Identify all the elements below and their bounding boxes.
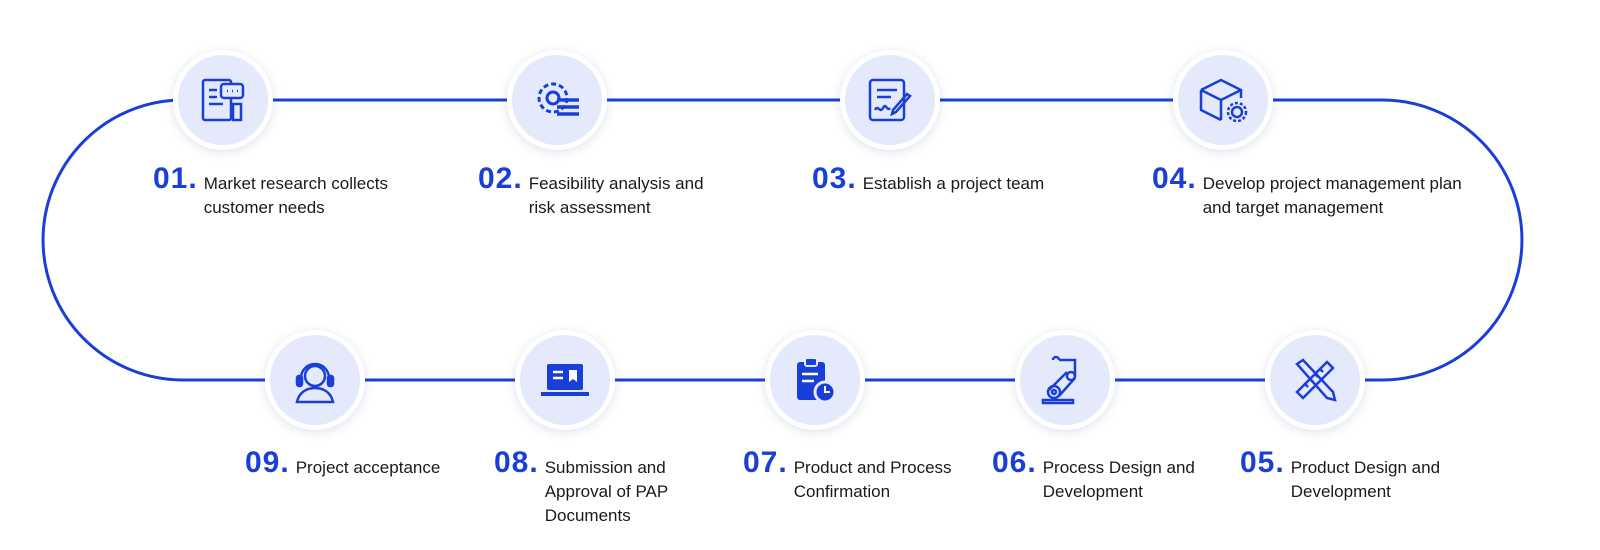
step-05-label: 05. Product Design and Development bbox=[1240, 448, 1480, 504]
step-number: 06. bbox=[992, 446, 1037, 479]
step-text: Submission and Approval of PAP Documents bbox=[544, 458, 668, 525]
step-04-label: 04. Develop project management plan and … bbox=[1152, 164, 1482, 220]
step-06-label: 06. Process Design and Development bbox=[992, 448, 1232, 504]
step-07-node bbox=[765, 330, 865, 430]
step-number: 09. bbox=[245, 446, 290, 479]
step-number: 02. bbox=[478, 162, 523, 195]
step-05-node bbox=[1265, 330, 1365, 430]
signature-pen-icon bbox=[868, 78, 912, 122]
step-number: 04. bbox=[1152, 162, 1197, 195]
step-08-label: 08. Submission and Approval of PAP Docum… bbox=[494, 448, 714, 528]
step-number: 05. bbox=[1240, 446, 1285, 479]
step-number: 07. bbox=[743, 446, 788, 479]
step-06-node bbox=[1015, 330, 1115, 430]
step-02-node bbox=[507, 50, 607, 150]
step-text: Process Design and Development bbox=[1042, 458, 1195, 501]
clipboard-clock-icon bbox=[797, 357, 837, 404]
step-text: Establish a project team bbox=[862, 174, 1045, 193]
step-07-label: 07. Product and Process Confirmation bbox=[743, 448, 993, 504]
step-09-node bbox=[265, 330, 365, 430]
step-number: 03. bbox=[812, 162, 857, 195]
step-04-node bbox=[1173, 50, 1273, 150]
step-03-node bbox=[840, 50, 940, 150]
robot-arm-icon bbox=[1041, 355, 1077, 405]
step-text: Product Design and Development bbox=[1290, 458, 1441, 501]
step-text: Feasibility analysis and risk assessment bbox=[528, 174, 704, 217]
step-01-label: 01. Market research collects customer ne… bbox=[153, 164, 433, 220]
ruler-pencil-icon bbox=[1295, 358, 1337, 402]
box-gear-icon bbox=[1199, 78, 1248, 123]
step-number: 08. bbox=[494, 446, 539, 479]
step-03-label: 03. Establish a project team bbox=[812, 164, 1112, 196]
step-text: Product and Process Confirmation bbox=[793, 458, 952, 501]
step-02-label: 02. Feasibility analysis and risk assess… bbox=[478, 164, 778, 220]
step-text: Market research collects customer needs bbox=[203, 174, 388, 217]
step-01-node bbox=[173, 50, 273, 150]
step-text: Develop project management plan and targ… bbox=[1202, 174, 1462, 217]
step-text: Project acceptance bbox=[295, 458, 441, 477]
document-chat-icon bbox=[201, 78, 245, 122]
step-number: 01. bbox=[153, 162, 198, 195]
step-09-label: 09. Project acceptance bbox=[245, 448, 485, 480]
laptop-book-icon bbox=[541, 364, 589, 396]
step-08-node bbox=[515, 330, 615, 430]
gear-list-icon bbox=[537, 82, 579, 116]
headset-user-icon bbox=[295, 362, 335, 404]
